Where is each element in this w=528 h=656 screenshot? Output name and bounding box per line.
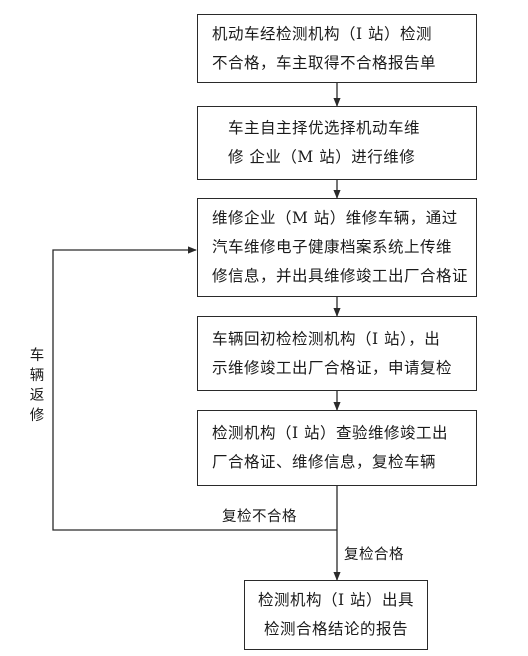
step3-line1: 维修企业（M 站）维修车辆，通过 (212, 209, 458, 227)
pass-label: 复检合格 (344, 547, 404, 563)
step1-line1: 机动车经检测机构（I 站）检测 (212, 24, 433, 43)
step5-line1: 检测机构（I 站）查验维修竣工出 (212, 424, 449, 442)
step2-line2: 修 企业（M 站）进行维修 (228, 148, 416, 166)
loop-label: 车辆返修 (29, 348, 45, 424)
step3-line3: 修信息，并出具维修竣工出厂合格证 (212, 267, 469, 285)
step2-line1: 车主自主择优选择机动车维 (228, 119, 421, 137)
step3-box: 维修企业（M 站）维修车辆，通过 汽车维修电子健康档案系统上传维 修信息，并出具… (197, 198, 477, 297)
fail-label: 复检不合格 (222, 509, 297, 525)
step5-line2: 厂合格证、维修信息，复检车辆 (212, 453, 437, 471)
arrow-fail-loop (52, 246, 337, 531)
step1-line2: 不合格，车主取得不合格报告单 (212, 53, 437, 72)
step4-line2: 示维修竣工出厂合格证，申请复检 (212, 358, 453, 377)
step6-box: 检测机构（I 站）出具 检测合格结论的报告 (244, 580, 428, 650)
step3-line2: 汽车维修电子健康档案系统上传维 (212, 238, 453, 256)
step2-box: 车主自主择优选择机动车维 修 企业（M 站）进行维修 (197, 106, 477, 180)
step6-line2: 检测合格结论的报告 (263, 620, 408, 638)
step4-line1: 车辆回初检检测机构（I 站），出 (212, 329, 441, 348)
step4-box: 车辆回初检检测机构（I 站），出 示维修竣工出厂合格证，申请复检 (197, 316, 477, 391)
step6-line1: 检测机构（I 站）出具 (257, 591, 415, 609)
step1-box: 机动车经检测机构（I 站）检测 不合格，车主取得不合格报告单 (197, 14, 477, 83)
step5-box: 检测机构（I 站）查验维修竣工出 厂合格证、维修信息，复检车辆 (197, 410, 477, 486)
